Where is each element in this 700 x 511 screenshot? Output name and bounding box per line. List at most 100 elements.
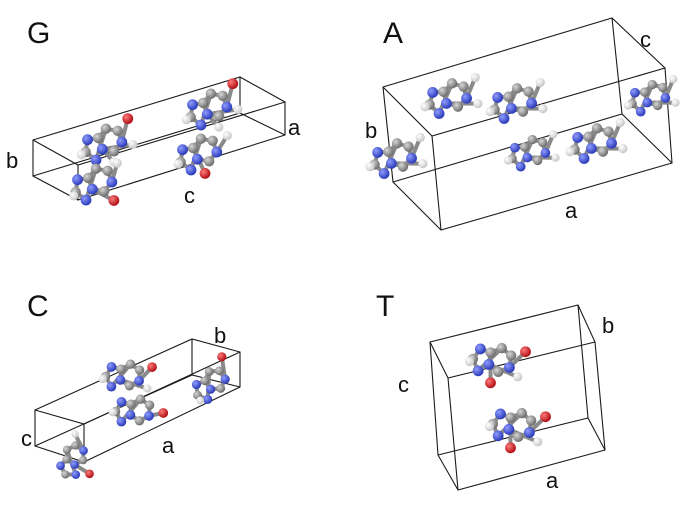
nitrogen-atom [96, 143, 108, 155]
carbon-atom [597, 146, 609, 157]
carbon-atom [62, 445, 72, 454]
nitrogen-atom [406, 152, 417, 164]
oxygen-atom [485, 377, 496, 389]
panel-a: A b c a [365, 17, 680, 231]
carbon-atom [217, 90, 228, 102]
carbon-atom [517, 106, 529, 117]
hydrogen-atom [76, 150, 86, 160]
oxygen-atom [217, 352, 227, 362]
carbon-atom [519, 142, 530, 152]
carbon-atom [62, 455, 71, 464]
molecules-a [365, 72, 680, 179]
nitrogen-atom [144, 411, 154, 421]
nitrogen-atom [492, 430, 504, 442]
nitrogen-atom [503, 423, 515, 435]
nitrogen-atom [203, 394, 213, 405]
oxygen-atom [158, 408, 169, 418]
nitrogen-atom [372, 147, 384, 158]
nitrogen-atom [191, 153, 203, 165]
nitrogen-atom [221, 101, 233, 113]
nitrogen-atom [80, 194, 92, 206]
nitrogen-atom [106, 176, 118, 188]
carbon-atom [203, 156, 215, 167]
carbon-atom [496, 342, 507, 354]
hydrogen-atom [112, 158, 122, 168]
hydrogen-atom [615, 117, 625, 128]
nitrogen-atom [116, 416, 127, 427]
carbon-atom [102, 165, 113, 177]
nitrogen-atom [506, 102, 517, 114]
carbon-atom [90, 163, 102, 174]
oxygen-atom [520, 346, 531, 358]
hydrogen-atom [71, 430, 79, 438]
axis-label-g-a: a [288, 115, 301, 140]
nitrogen-atom [578, 153, 590, 164]
nitrogen-atom [134, 376, 144, 386]
nitrogen-atom [472, 365, 484, 377]
carbon-atom [516, 407, 527, 419]
nitrogen-atom [70, 460, 79, 469]
nitrogen-atom [586, 142, 597, 154]
nitrogen-atom [483, 358, 495, 370]
carbon-atom [438, 86, 449, 97]
carbon-atom [458, 81, 469, 92]
carbon-atom [446, 78, 458, 89]
nitrogen-atom [522, 152, 533, 163]
hydrogen-atom [623, 101, 633, 110]
carbon-atom [523, 86, 534, 97]
carbon-atom [214, 366, 224, 376]
carbon-atom [505, 412, 516, 423]
oxygen-atom [122, 113, 134, 125]
hydrogen-atom [503, 156, 513, 165]
hydrogen-atom [485, 107, 495, 117]
nitrogen-atom [187, 99, 198, 111]
hydrogen-atom [484, 421, 495, 432]
axis-label-a-c: c [640, 27, 651, 52]
carbon-atom [538, 137, 548, 148]
axis-label-a-a: a [565, 198, 578, 223]
carbon-atom [391, 138, 403, 149]
hydrogen-atom [69, 191, 79, 201]
carbon-atom [525, 415, 537, 426]
hydrogen-atom [549, 130, 558, 139]
panel-label-a: A [383, 17, 403, 50]
carbon-atom [583, 131, 594, 142]
nitrogen-atom [86, 183, 98, 195]
hydrogen-atom [222, 130, 232, 141]
unit-cell-g [32, 76, 286, 201]
oxygen-atom [85, 469, 94, 479]
nitrogen-atom [115, 375, 126, 385]
nitrogen-atom [495, 408, 506, 420]
carbon-atom [452, 101, 464, 112]
nitrogen-atom [526, 97, 537, 109]
carbon-atom [205, 88, 217, 99]
nitrogen-atom [572, 132, 584, 143]
molecules-g [69, 78, 243, 206]
hydrogen-atom [98, 374, 107, 384]
hydrogen-atom [108, 408, 117, 417]
nitrogen-atom [56, 461, 65, 470]
nitrogen-atom [205, 384, 216, 394]
carbon-atom [204, 367, 214, 377]
hydrogen-atom [538, 104, 548, 114]
hydrogen-atom [513, 372, 523, 382]
hydrogen-atom [470, 72, 480, 83]
nitrogen-atom [461, 92, 472, 104]
carbon-atom [124, 381, 135, 391]
carbon-atom [61, 470, 70, 479]
hydrogen-atom [128, 139, 138, 150]
carbon-atom [591, 123, 603, 134]
carbon-atom [511, 83, 523, 94]
axis-label-g-b: b [6, 148, 18, 173]
carbon-atom [403, 141, 414, 152]
axis-label-g-c: c [184, 183, 195, 208]
carbon-atom [144, 400, 155, 410]
carbon-atom [207, 135, 218, 147]
nitrogen-atom [386, 157, 397, 169]
axis-label-t-a: a [546, 468, 559, 493]
unit-cell-a [382, 17, 673, 231]
carbon-atom [485, 347, 496, 358]
carbon-atom [658, 82, 668, 93]
nitrogen-atom [378, 168, 390, 179]
carbon-atom [603, 126, 614, 137]
